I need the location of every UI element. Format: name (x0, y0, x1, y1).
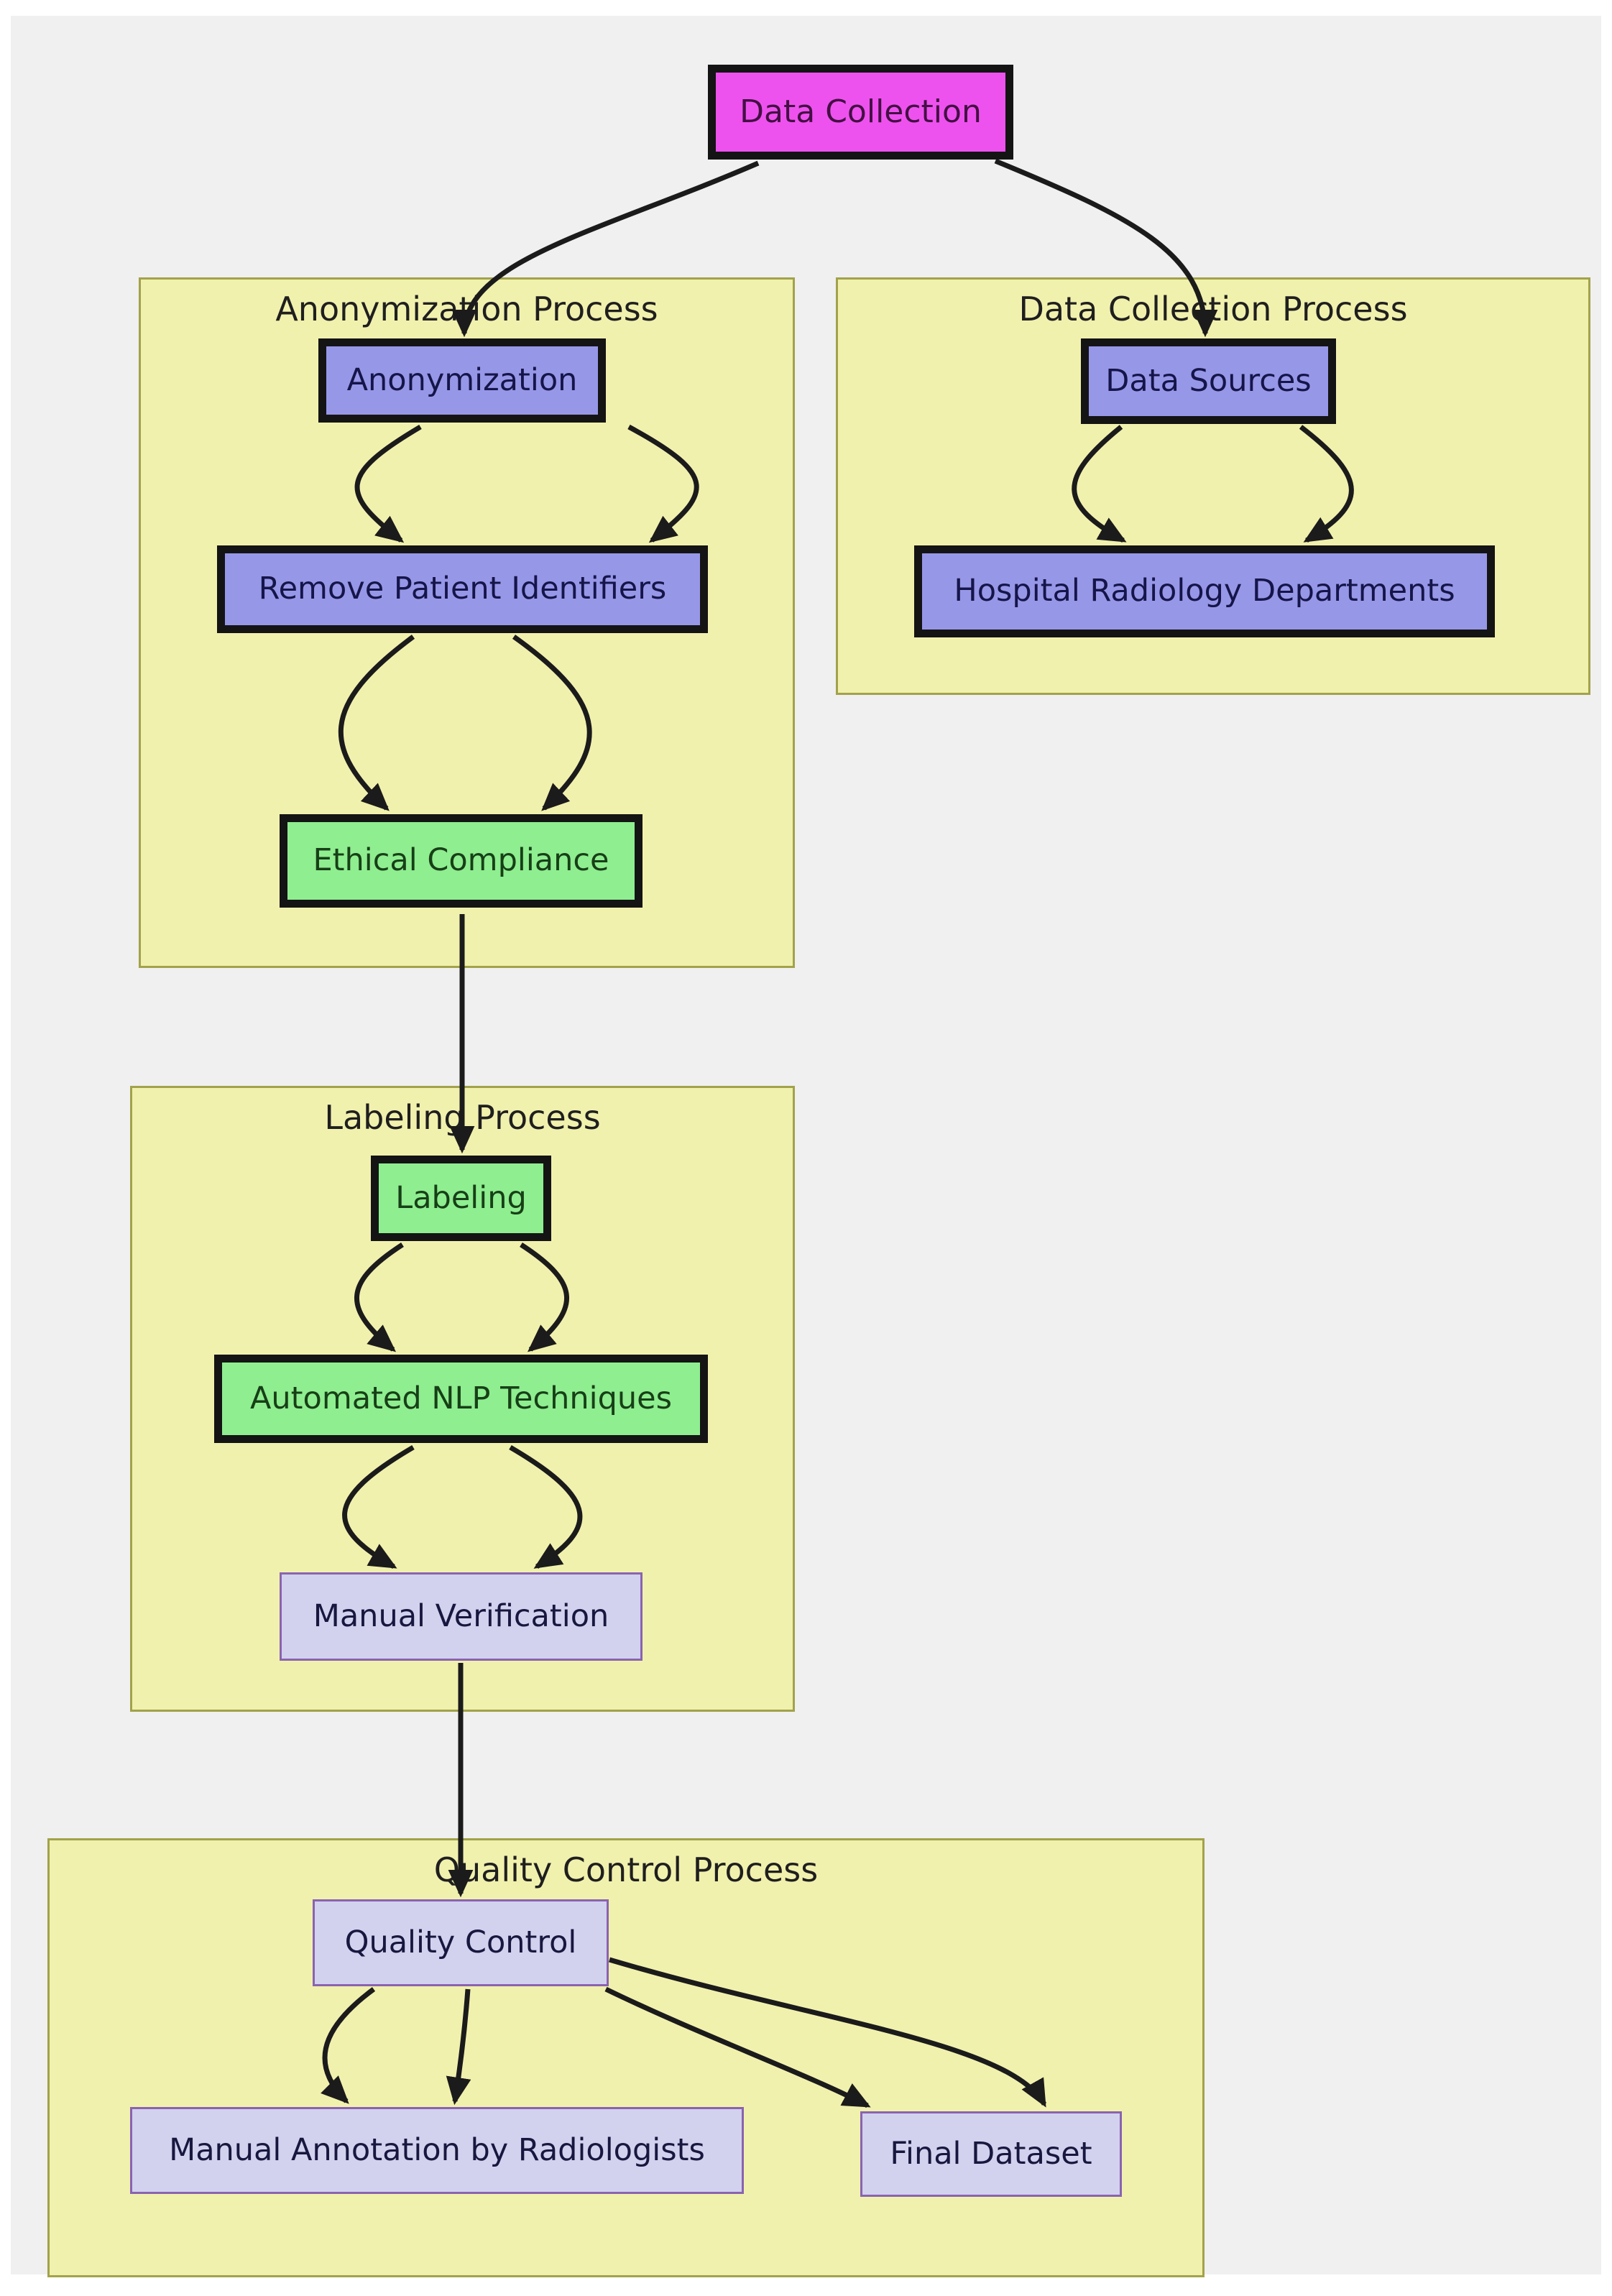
subgraph-title-data-collection-process: Data Collection Process (1018, 290, 1408, 328)
node-label: Automated NLP Techniques (250, 1380, 672, 1416)
node-label: Data Sources (1105, 362, 1312, 399)
node-data-collection: Data Collection (708, 65, 1013, 160)
subgraph-title-labeling-process: Labeling Process (324, 1098, 601, 1137)
subgraph-quality-control-process: Quality Control Process (47, 1838, 1205, 2277)
node-label: Remove Patient Identifiers (258, 571, 667, 607)
node-data-sources: Data Sources (1081, 338, 1336, 424)
node-manual-annotation-by-radiologists: Manual Annotation by Radiologists (130, 2107, 744, 2194)
node-quality-control: Quality Control (313, 1899, 609, 1986)
node-label: Labeling (395, 1179, 527, 1216)
node-label: Data Collection (740, 93, 982, 130)
subgraph-title-quality-control-process: Quality Control Process (433, 1850, 819, 1889)
node-label: Manual Annotation by Radiologists (169, 2131, 705, 2168)
subgraph-title-anonymization-process: Anonymization Process (275, 290, 658, 328)
node-anonymization: Anonymization (318, 338, 606, 423)
node-hospital-radiology-departments: Hospital Radiology Departments (914, 545, 1495, 637)
node-manual-verification: Manual Verification (280, 1572, 643, 1661)
node-final-dataset: Final Dataset (860, 2111, 1122, 2197)
node-label: Anonymization (346, 361, 578, 398)
node-remove-patient-identifiers: Remove Patient Identifiers (217, 545, 708, 633)
diagram-canvas: Anonymization Process Data Collection Pr… (11, 16, 1601, 2277)
node-label: Quality Control (344, 1924, 577, 1960)
node-labeling: Labeling (371, 1156, 551, 1241)
node-label: Manual Verification (313, 1597, 609, 1634)
node-label: Ethical Compliance (313, 842, 609, 879)
node-label: Hospital Radiology Departments (954, 573, 1455, 609)
node-ethical-compliance: Ethical Compliance (280, 814, 643, 908)
node-automated-nlp-techniques: Automated NLP Techniques (214, 1355, 708, 1443)
node-label: Final Dataset (890, 2135, 1092, 2172)
